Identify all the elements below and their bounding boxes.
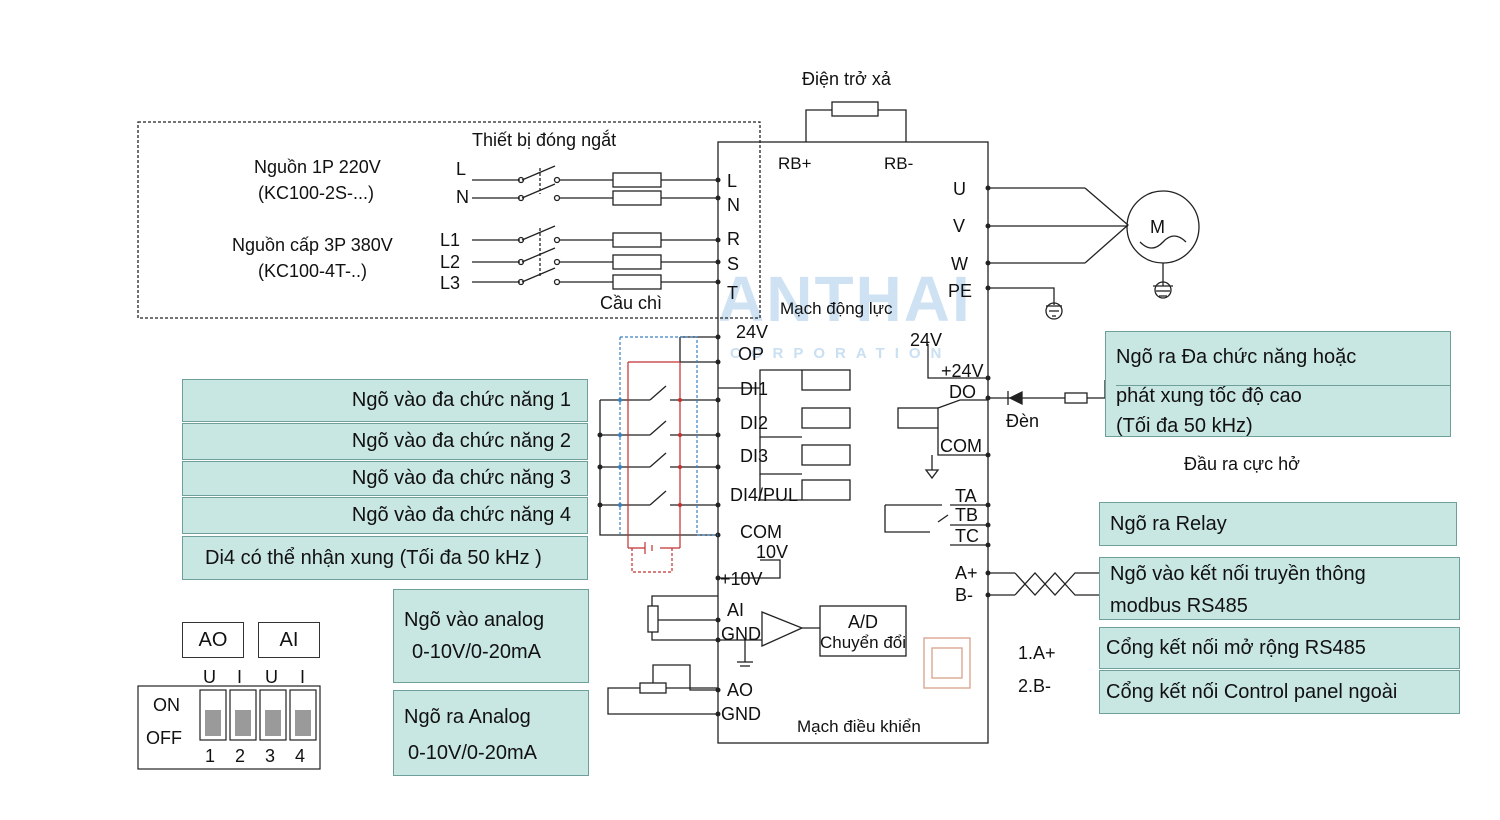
terminal-do: DO xyxy=(949,382,976,402)
dip-switch-block xyxy=(137,685,321,770)
dip-top-1: U xyxy=(203,667,216,687)
dip-ao-label: AO xyxy=(182,622,244,658)
analog-output-title: Ngõ ra Analog xyxy=(404,706,531,728)
terminal-b-minus: B- xyxy=(955,585,973,605)
power-3p-title: Nguồn cấp 3P 380V xyxy=(232,235,393,255)
dip-ai-label: AI xyxy=(258,622,320,658)
ad-converter-box xyxy=(819,605,907,657)
analog-input-range: 0-10V/0-20mA xyxy=(412,641,541,663)
power-1p-title: Nguồn 1P 220V xyxy=(254,157,381,177)
terminal-di3: DI3 xyxy=(740,446,769,466)
analog-input-title: Ngõ vào analog xyxy=(404,609,545,631)
rs485-port-b: 2.B- xyxy=(1018,676,1052,696)
multi-output-line3: (Tối đa 50 kHz) xyxy=(1116,415,1253,437)
dip-top-2: I xyxy=(237,667,243,687)
terminal-gnd2: GND xyxy=(721,704,761,724)
terminal-u: U xyxy=(953,179,966,199)
multi-input-3-box: Ngõ vào đa chức năng 3 xyxy=(182,461,588,496)
terminal-plus-24v: +24V xyxy=(941,361,984,381)
terminal-w: W xyxy=(951,254,968,274)
line-label-l3: L3 xyxy=(440,273,461,293)
relay-output-box: Ngõ ra Relay xyxy=(1099,502,1457,546)
rj45-icon xyxy=(923,637,971,689)
terminal-op: OP xyxy=(738,344,765,364)
open-collector-label: Đầu ra cực hở xyxy=(1184,454,1300,474)
analog-input-box: Ngõ vào analog 0-10V/0-20mA xyxy=(393,589,589,683)
terminal-ta: TA xyxy=(955,486,977,506)
terminal-t: T xyxy=(727,283,738,303)
terminal-10v: 10V xyxy=(756,542,789,562)
lamp-label: Đèn xyxy=(1006,411,1040,431)
ad-converter-subtitle: Chuyển đổi xyxy=(820,633,907,652)
terminal-rb-minus: RB- xyxy=(884,154,914,173)
brake-resistor-label: Điện trở xả xyxy=(802,69,891,89)
terminal-tb: TB xyxy=(955,505,979,525)
line-label-l1: L1 xyxy=(440,230,461,250)
terminal-r: R xyxy=(727,229,740,249)
terminal-rb-plus: RB+ xyxy=(778,154,812,173)
terminal-l: L xyxy=(727,171,738,191)
dip-switch-3[interactable]: 3 xyxy=(265,746,276,766)
dip-off-label: OFF xyxy=(146,728,182,748)
multi-input-2-box: Ngõ vào đa chức năng 2 xyxy=(182,423,588,460)
dip-switch-1[interactable]: 1 xyxy=(205,746,216,766)
di4-pulse-box: Di4 có thể nhận xung (Tối đa 50 kHz ) xyxy=(182,536,588,580)
terminal-n: N xyxy=(727,195,740,215)
fuse-label: Cầu chì xyxy=(600,293,663,313)
control-circuit-label: Mạch điều khiển xyxy=(797,717,921,736)
control-panel-box: Cổng kết nối Control panel ngoài xyxy=(1099,670,1460,714)
terminal-r24v: 24V xyxy=(910,330,943,350)
terminal-s: S xyxy=(727,254,740,274)
terminal-di4-pul: DI4/PUL xyxy=(730,485,799,505)
terminal-tc: TC xyxy=(955,526,979,546)
terminal-ai: AI xyxy=(727,600,745,620)
terminal-a-plus: A+ xyxy=(955,563,978,583)
power-1p-model: (KC100-2S-...) xyxy=(258,183,375,203)
modbus-box: Ngõ vào kết nối truyền thông modbus RS48… xyxy=(1099,557,1460,620)
motor-label: M xyxy=(1150,217,1165,237)
line-label-l: L xyxy=(456,159,467,179)
terminal-pe: PE xyxy=(948,281,973,301)
terminal-ao: AO xyxy=(727,680,754,700)
rs485-port-a: 1.A+ xyxy=(1018,643,1056,663)
watermark-subtitle: CORPORATION xyxy=(730,345,952,362)
dip-top-4: I xyxy=(300,667,306,687)
multi-input-1-box: Ngõ vào đa chức năng 1 xyxy=(182,379,588,422)
terminal-gnd: GND xyxy=(721,624,761,644)
multi-output-line2: phát xung tốc độ cao xyxy=(1116,385,1450,406)
switch-device-label: Thiết bị đóng ngắt xyxy=(472,130,617,150)
terminal-com2: COM xyxy=(940,436,982,456)
multi-output-line1: Ngõ ra Đa chức năng hoặc xyxy=(1116,346,1357,368)
multi-output-box: Ngõ ra Đa chức năng hoặc phát xung tốc đ… xyxy=(1105,331,1451,437)
multi-input-4-box: Ngõ vào đa chức năng 4 xyxy=(182,497,588,534)
terminal-di2: DI2 xyxy=(740,413,769,433)
brake-resistor-symbol xyxy=(831,101,879,117)
power-circuit-label: Mạch động lực xyxy=(780,299,893,318)
power-3p-model: (KC100-4T-..) xyxy=(258,261,368,281)
terminal-plus-10v: +10V xyxy=(720,569,763,589)
dip-switch-4[interactable]: 4 xyxy=(295,746,306,766)
terminal-di1: DI1 xyxy=(740,379,769,399)
line-label-n: N xyxy=(456,187,469,207)
analog-output-box: Ngõ ra Analog 0-10V/0-20mA xyxy=(393,690,589,776)
dip-on-label: ON xyxy=(153,695,180,715)
inverter-body xyxy=(717,141,989,744)
modbus-line2: modbus RS485 xyxy=(1110,595,1248,617)
dip-switch-2[interactable]: 2 xyxy=(235,746,246,766)
rs485-extension-box: Cổng kết nối mở rộng RS485 xyxy=(1099,627,1460,669)
modbus-line1: Ngõ vào kết nối truyền thông xyxy=(1110,563,1366,585)
dip-top-3: U xyxy=(265,667,278,687)
analog-output-range: 0-10V/0-20mA xyxy=(408,742,537,764)
terminal-24v: 24V xyxy=(736,322,769,342)
line-label-l2: L2 xyxy=(440,252,461,272)
terminal-com: COM xyxy=(740,522,782,542)
ad-converter-title: A/D xyxy=(847,612,878,632)
terminal-v: V xyxy=(953,216,966,236)
power-enclosure xyxy=(137,121,761,319)
